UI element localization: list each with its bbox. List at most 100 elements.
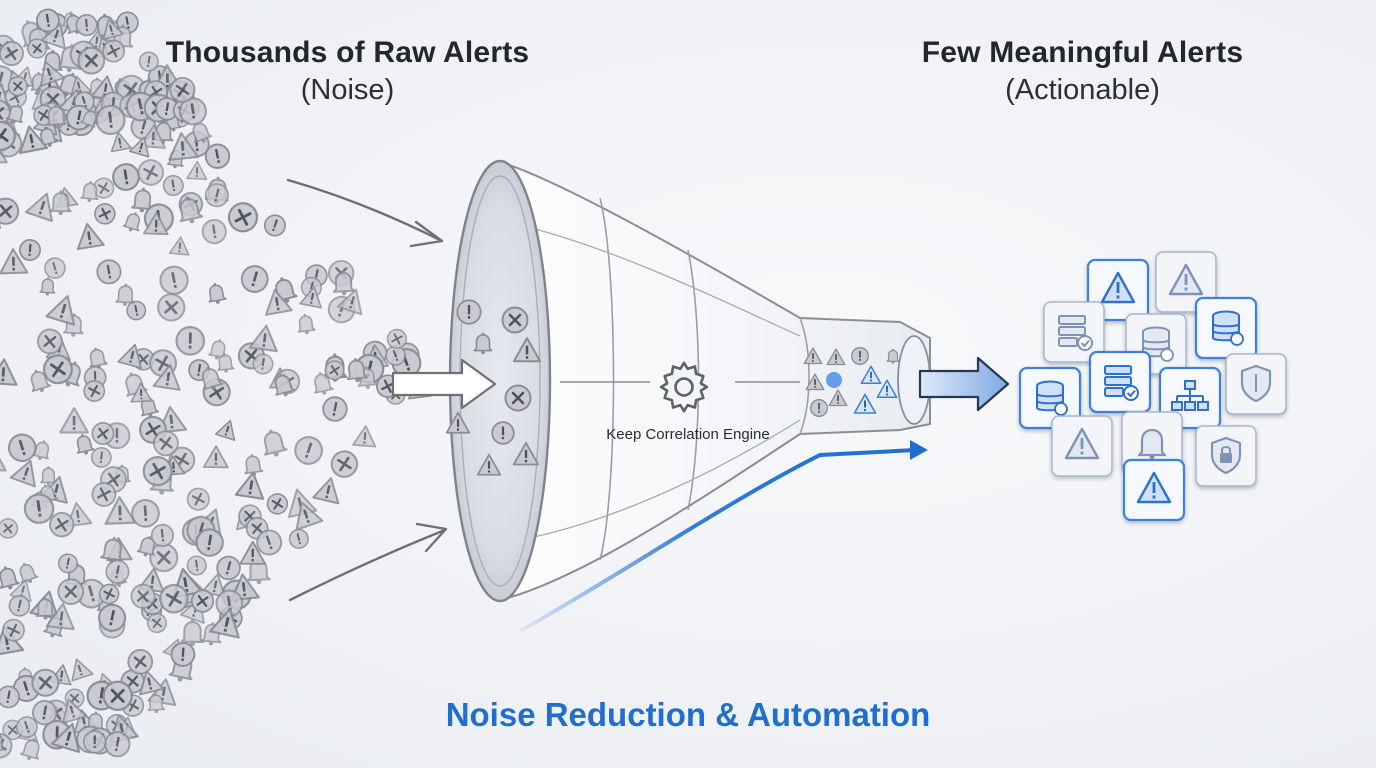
inflow-arrow-top: [286, 178, 442, 242]
alert-card-shield: [1225, 353, 1287, 415]
automation-line: [520, 440, 928, 632]
warning-triangle-icon: [1100, 271, 1136, 304]
exclamation-circle-icon: [161, 173, 186, 198]
bell-icon: [121, 209, 145, 235]
x-circle-icon: [183, 484, 213, 514]
exclamation-circle-icon: [103, 557, 132, 586]
database-icon: [1142, 326, 1174, 362]
exclamation-circle-icon: [82, 729, 107, 754]
warning-triangle-icon: [352, 424, 378, 448]
x-circle-icon: [102, 680, 134, 712]
alert-card-warning-triangle: [1155, 251, 1217, 313]
bell-icon: [242, 452, 264, 478]
bell-icon: [18, 735, 45, 764]
exclamation-circle-icon: [41, 254, 69, 282]
warning-triangle-icon: [312, 474, 345, 505]
raw-alerts-cloud: [0, 6, 432, 764]
bell-icon: [295, 312, 317, 337]
shield-icon: [1240, 364, 1272, 403]
x-circle-icon: [328, 447, 361, 481]
inflow-arrow-top-head: [409, 220, 444, 248]
warning-triangle-icon: [234, 469, 268, 500]
alert-card-lock-shield: [1195, 425, 1257, 487]
bell-icon: [1137, 428, 1167, 460]
warning-triangle-icon: [186, 160, 208, 180]
exclamation-circle-icon: [74, 13, 99, 37]
alert-card-database: [1194, 296, 1258, 360]
exclamation-circle-icon: [175, 325, 206, 356]
output-arrow: [918, 356, 1010, 412]
warning-triangle-icon: [168, 235, 192, 256]
bell-icon: [72, 431, 96, 458]
x-circle-icon: [91, 200, 119, 228]
raw-alerts-title: Thousands of Raw Alerts: [165, 36, 530, 69]
exclamation-circle-icon: [4, 430, 40, 466]
warning-triangle-icon: [214, 416, 241, 441]
raw-alerts-heading: Thousands of Raw Alerts (Noise): [120, 36, 575, 107]
exclamation-circle-icon: [290, 432, 327, 469]
inflow-arrows: [286, 178, 448, 602]
exclamation-circle-icon: [94, 257, 124, 287]
alert-card-warning-triangle: [1051, 415, 1113, 477]
exclamation-circle-icon: [261, 211, 289, 240]
warning-triangle-icon: [0, 444, 8, 472]
x-circle-icon: [134, 155, 168, 190]
inflow-arrow-bottom-head: [415, 522, 448, 553]
warning-triangle-icon: [0, 357, 20, 386]
exclamation-circle-icon: [286, 526, 311, 551]
exclamation-circle-icon: [185, 554, 208, 577]
correlation-engine-label: Keep Correlation Engine: [606, 426, 770, 443]
center-inflow-arrow: [391, 358, 497, 410]
alert-card-server-check: [1043, 301, 1105, 363]
warning-triangle-icon: [65, 654, 94, 682]
exclamation-circle-icon: [18, 238, 42, 262]
alert-card-bell: [1121, 411, 1183, 473]
bell-icon: [99, 534, 127, 566]
database-icon: [1212, 310, 1244, 346]
meaningful-alerts-title: Few Meaningful Alerts: [921, 36, 1244, 69]
exclamation-circle-icon: [200, 217, 229, 246]
alert-card-server-check: [1088, 350, 1152, 414]
x-circle-icon: [129, 582, 157, 610]
funnel-body: [499, 160, 931, 602]
bell-icon: [39, 276, 57, 297]
exclamation-circle-icon: [320, 394, 350, 424]
x-circle-icon: [6, 75, 29, 98]
x-circle-icon: [0, 517, 20, 540]
meaningful-alerts-cluster: [1018, 251, 1287, 522]
x-circle-icon: [0, 196, 21, 227]
exclamation-circle-icon: [130, 498, 161, 529]
exclamation-circle-icon: [237, 261, 272, 297]
raw-alerts-subtitle: (Noise): [300, 74, 395, 106]
x-circle-icon: [30, 667, 61, 698]
warning-triangle-icon: [202, 445, 229, 469]
correlation-funnel: [445, 159, 931, 603]
warning-triangle-icon: [1168, 263, 1204, 296]
exclamation-circle-icon: [157, 263, 192, 298]
alert-card-warning-triangle: [1122, 458, 1186, 522]
bell-icon: [258, 426, 289, 461]
warning-triangle-icon: [73, 220, 105, 250]
alert-card-database: [1018, 366, 1082, 430]
exclamation-circle-icon: [110, 161, 142, 193]
meaningful-alerts-subtitle: (Actionable): [1005, 74, 1160, 106]
warning-triangle-icon: [1136, 471, 1172, 504]
x-circle-icon: [56, 577, 85, 606]
bell-icon: [180, 617, 205, 648]
x-circle-icon: [155, 291, 187, 323]
x-circle-icon: [224, 198, 262, 237]
x-circle-icon: [76, 46, 106, 76]
lock-shield-icon: [1210, 436, 1242, 475]
warning-triangle-icon: [59, 407, 90, 434]
meaningful-alerts-heading: Few Meaningful Alerts (Actionable): [880, 36, 1285, 107]
inflow-arrow-bottom: [288, 528, 447, 602]
server-check-icon: [1104, 365, 1139, 401]
warning-triangle-icon: [248, 322, 281, 353]
x-circle-icon: [264, 491, 291, 517]
x-circle-icon: [0, 38, 27, 69]
network-tree-icon: [1171, 380, 1209, 411]
bell-icon: [115, 282, 136, 308]
warning-triangle-icon: [1064, 427, 1100, 460]
database-icon: [1036, 380, 1068, 416]
